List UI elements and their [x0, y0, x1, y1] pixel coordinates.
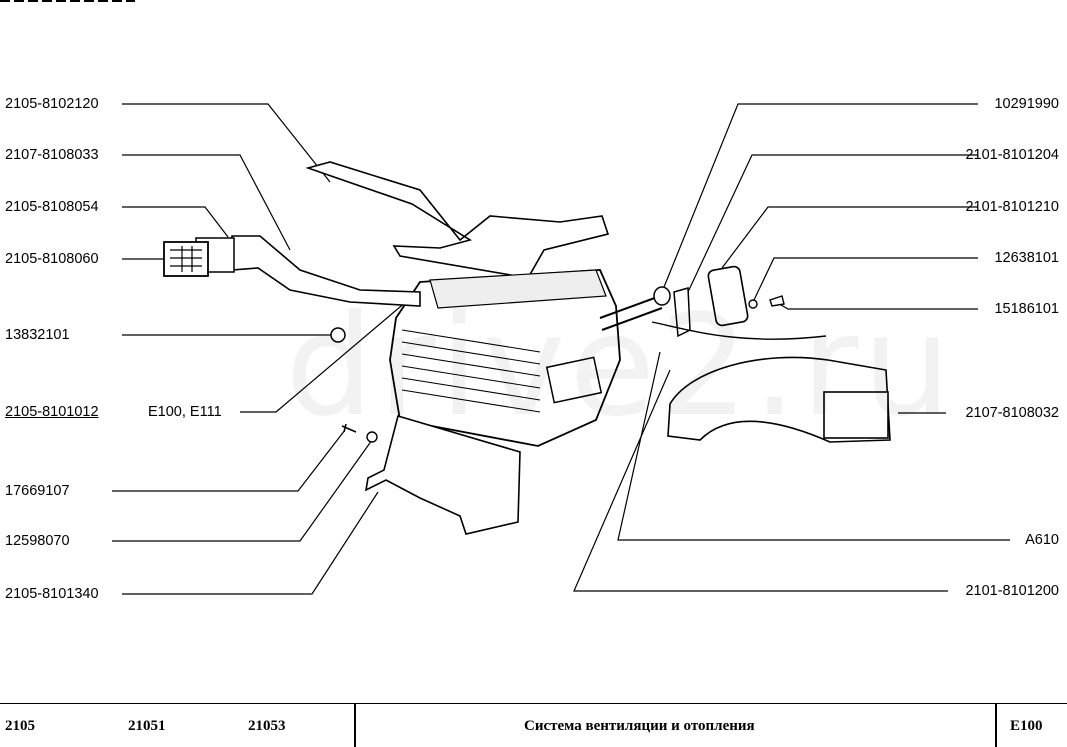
title-block: 2105 21051 21053 Система вентиляции и от…: [0, 703, 1067, 747]
leader-2105-8108054: [122, 206, 229, 238]
model-2105: 2105: [5, 718, 35, 734]
part-label-2101-8101200: 2101-8101200: [965, 583, 1059, 599]
cable-2101-8101200: [651, 321, 827, 340]
ref-label-e100-e111: E100, E111: [148, 404, 222, 420]
clip-13832101: [330, 327, 346, 343]
part-label-13832101: 13832101: [5, 327, 70, 343]
bracket-2101-8101210: [707, 265, 749, 327]
leader-2105-8101012: [240, 289, 421, 413]
footer-title: Система вентиляции и отопления: [524, 718, 755, 734]
part-label-2105-8101012[interactable]: 2105-8101012: [5, 404, 99, 420]
heater-assembly-diagram: [112, 103, 1010, 595]
footer-divider: [354, 704, 356, 747]
part-label-2101-8101204: 2101-8101204: [965, 147, 1059, 163]
part-label-12598070: 12598070: [5, 533, 70, 549]
leader-12598070: [112, 439, 373, 542]
leader-2101-8101200: [573, 369, 948, 592]
heater-pipe: [599, 295, 663, 331]
left-duct-hose: [231, 235, 421, 307]
nut-12638101: [748, 299, 758, 309]
model-21051: 21051: [128, 718, 166, 734]
part-label-10291990: 10291990: [994, 96, 1059, 112]
leader-2105-8101340: [122, 491, 379, 595]
washer-12598070: [366, 431, 378, 443]
part-label-15186101: 15186101: [994, 301, 1059, 317]
footer-divider: [995, 704, 997, 747]
part-label-2105-8108054: 2105-8108054: [5, 199, 99, 215]
leader-17669107: [112, 429, 346, 492]
leader-2101-8101204: [687, 154, 978, 293]
screw-17669107: [341, 423, 357, 433]
part-label-17669107: 17669107: [5, 483, 70, 499]
footer-code: E100: [1010, 718, 1043, 734]
heater-box-vent: [545, 356, 603, 404]
seal-gasket: [305, 161, 610, 279]
left-nozzle-grille: [170, 246, 202, 272]
top-edge-mark: [0, 0, 135, 2]
leader-10291990: [661, 103, 978, 293]
part-label-2105-8101340: 2105-8101340: [5, 586, 99, 602]
heater-box-grille: [401, 329, 541, 413]
part-label-2105-8108060: 2105-8108060: [5, 251, 99, 267]
grommet-10291990: [653, 286, 671, 306]
part-label-a610: A610: [1025, 532, 1059, 548]
leader-12638101: [753, 257, 978, 301]
leader-2105-8102120: [122, 103, 331, 183]
left-nozzle: [163, 241, 209, 277]
screw-15186101: [769, 295, 785, 307]
leader-2101-8101210: [721, 206, 978, 269]
leader-A610: [617, 351, 1010, 541]
part-label-12638101: 12638101: [994, 250, 1059, 266]
part-label-2107-8108033: 2107-8108033: [5, 147, 99, 163]
leader-15186101: [775, 301, 978, 310]
part-label-2101-8101210: 2101-8101210: [965, 199, 1059, 215]
model-21053: 21053: [248, 718, 286, 734]
part-label-2105-8102120: 2105-8102120: [5, 96, 99, 112]
leader-2107-8108033: [122, 154, 291, 251]
lower-cover: [364, 414, 521, 535]
right-duct-outlet: [823, 391, 889, 439]
part-label-2107-8108032: 2107-8108032: [965, 405, 1059, 421]
heater-box-top: [429, 269, 607, 309]
